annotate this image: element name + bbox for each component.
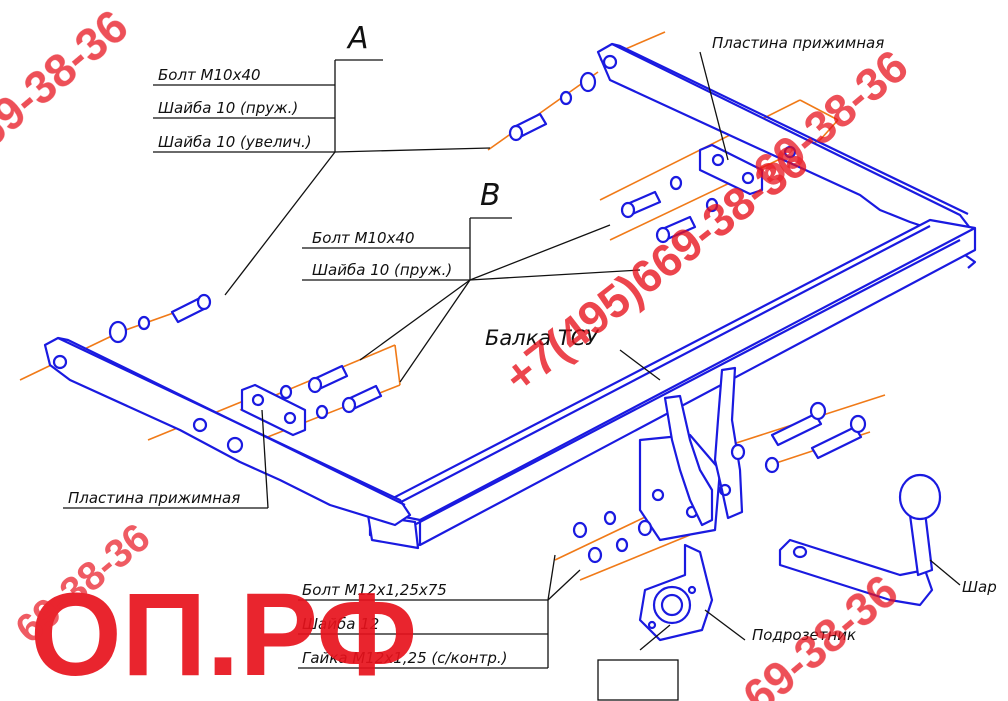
watermark-fragment-topleft: 69-38-36	[0, 0, 137, 158]
label-beam: Балка ТСУ	[485, 326, 599, 350]
left-bracket	[43, 336, 412, 527]
pressure-plates	[240, 143, 764, 437]
beam-tsu	[366, 218, 977, 550]
hitch-mount	[638, 366, 744, 542]
callout-b-item-1: Болт М10х40	[312, 229, 415, 247]
callout-a-letter: A	[346, 21, 369, 56]
callout-a-item-2: Шайба 10 (пруж.)	[158, 99, 298, 117]
watermark-domain: ОП.РФ	[30, 569, 417, 701]
callout-b-letter: B	[480, 178, 501, 213]
fasteners-b	[279, 175, 719, 420]
callout-bottom-item-3: Гайка М12х1,25 (с/контр.)	[302, 649, 507, 667]
socket-plate	[638, 543, 714, 642]
label-socket: Подрозетник	[752, 626, 856, 644]
callout-b-item-2: Шайба 10 (пруж.)	[312, 261, 452, 279]
ball-arm	[778, 473, 942, 607]
callout-a-item-1: Болт М10х40	[158, 66, 261, 84]
label-plate-left: Пластина прижимная	[68, 489, 240, 507]
fasteners-bottom	[572, 401, 867, 564]
callout-bottom-item-1: Болт М12х1,25х75	[302, 581, 447, 599]
leader-lines	[63, 51, 961, 701]
label-ball: Шар	[962, 578, 997, 596]
callout-bottom-item-2: Шайба 12	[302, 615, 379, 633]
callout-a-item-3: Шайба 10 (увелич.)	[158, 133, 312, 151]
label-plate-top: Пластина прижимная	[712, 34, 884, 52]
fasteners-a	[108, 71, 597, 344]
